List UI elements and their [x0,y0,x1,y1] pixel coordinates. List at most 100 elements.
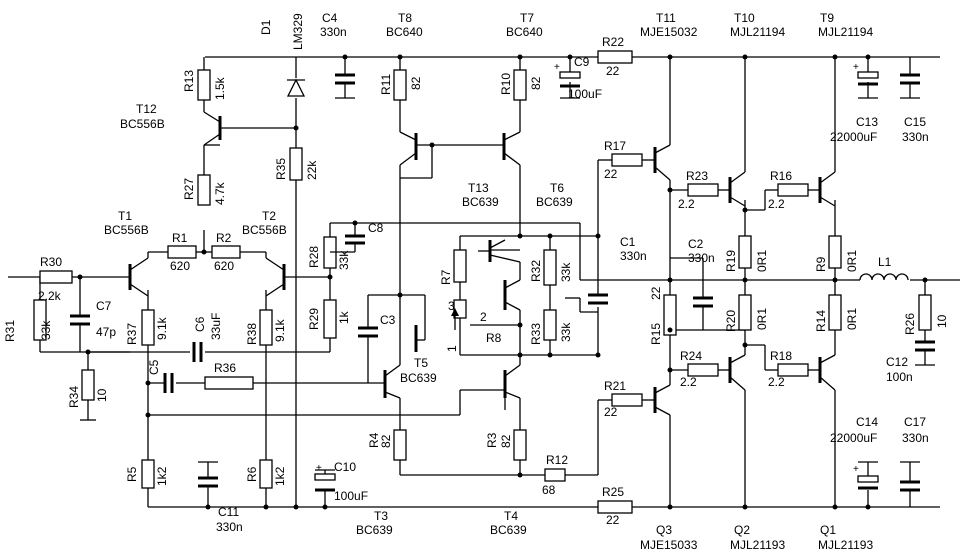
label-r34-ref: R34 [67,386,81,408]
transistor-t12 [203,111,222,146]
label-r8-ref: R8 [486,331,502,345]
resistor-r4 [393,429,407,461]
label-q2-value: MJL21193 [730,538,785,552]
label-c2-value: 330n [688,251,715,265]
label-c12-ref: C12 [886,355,908,369]
junction-dots [77,54,928,510]
resistor-r34 [81,369,95,401]
label-r23-value: 2.2 [678,197,695,211]
label-r21-value: 22 [604,405,618,419]
transistor-t4 [503,355,521,399]
label-c4-ref: C4 [322,11,338,25]
label-c2-ref: C2 [688,237,704,251]
label-r30-value: 2.2k [38,289,62,303]
resistor-r26 [918,294,932,331]
capacitors: + + + [70,62,935,492]
label-t4-ref: T4 [504,509,518,523]
capacitor-c12 [915,340,935,352]
label-t12-value: BC556B [120,117,165,131]
reference-wiring [220,57,297,507]
inductor-l1 [859,273,909,281]
label-r28-value: 33k [337,250,351,270]
label-r2-ref: R2 [216,231,232,245]
label-t1-ref: T1 [118,209,132,223]
label-r16-ref: R16 [770,169,792,183]
transistor-t8 [399,131,418,166]
label-t9-ref: T9 [820,11,834,25]
label-r19-ref: R19 [724,250,738,272]
resistor-r21 [611,393,643,407]
transistor-t11 [653,144,671,181]
label-r24-ref: R24 [680,349,702,363]
capacitor-c6 [192,342,203,362]
transistor-t7 [502,131,521,166]
label-r19-value: 0R1 [755,250,769,272]
capacitor-c15 [900,73,920,85]
resistor-r37 [141,309,155,346]
resistor-r10 [513,69,527,101]
label-c5-ref: C5 [147,359,161,375]
capacitor-c3 [358,326,378,338]
label-r36-ref: R36 [214,361,236,375]
resistor-r11 [393,69,407,101]
capacitor-c5 [163,373,174,393]
resistor-r35 [289,147,303,181]
label-r4-ref: R4 [367,432,381,448]
label-r13-value: 1.5k [213,76,227,100]
resistor-r38 [259,309,273,346]
label-r29-value: 1k [337,310,351,324]
label-r26-ref: R26 [903,313,917,335]
label-t11-value: MJE15032 [640,25,698,39]
label-c1-ref: C1 [620,235,636,249]
label-t4-value: BC639 [490,523,527,537]
label-r9-value: 0R1 [845,250,859,272]
label-r5-value: 1k2 [155,466,169,486]
label-pin-1: 1 [445,345,459,352]
label-t12-ref: T12 [136,102,157,116]
resistor-r13 [197,69,211,101]
labels: D1 LM329 C4 330n T8 BC640 T7 BC640 R22 2… [3,11,949,552]
label-t7-value: BC640 [506,25,543,39]
label-r1-ref: R1 [172,231,188,245]
resistor-r9 [828,235,842,269]
resistor-r32 [543,249,557,286]
transistor-q1 [818,354,836,391]
label-r18-ref: R18 [770,349,792,363]
resistors [33,50,932,514]
label-t13-value: BC639 [462,195,499,209]
transistor-t1 [128,252,149,297]
label-r12-value: 68 [542,483,556,497]
label-c10-ref: C10 [334,460,356,474]
label-r14-value: 0R1 [845,308,859,330]
label-t6-ref: T6 [550,181,564,195]
svg-text:+: + [554,62,560,73]
label-r11-value: 82 [409,76,423,90]
resistor-r19 [738,235,752,269]
label-r18-value: 2.2 [768,375,785,389]
label-r17-value: 22 [604,167,618,181]
label-c3-ref: C3 [380,313,396,327]
label-r6-ref: R6 [245,466,259,482]
resistor-r14 [828,294,842,331]
resistor-r33 [543,309,557,341]
label-r27-ref: R27 [182,178,196,200]
label-r23-ref: R23 [686,169,708,183]
label-c9-value: 100uF [568,87,602,101]
label-r27-value: 4.7k [213,181,227,205]
label-c9-ref: C9 [574,55,590,69]
resistor-r24 [687,363,719,377]
ground-ticks [80,97,935,471]
capacitor-c9: + [554,62,581,88]
label-t1-value: BC556B [104,223,149,237]
label-r2-value: 620 [214,259,234,273]
label-t5-ref: T5 [414,356,428,370]
label-c15-value: 330n [902,130,929,144]
resistor-r1 [167,245,197,259]
label-r22-value: 22 [606,64,620,78]
label-q1-ref: Q1 [820,523,836,537]
label-r13-ref: R13 [182,70,196,92]
label-r22-ref: R22 [602,35,624,49]
resistor-r30 [39,270,73,284]
label-r29-ref: R29 [307,308,321,330]
label-c14-ref: C14 [856,415,878,429]
